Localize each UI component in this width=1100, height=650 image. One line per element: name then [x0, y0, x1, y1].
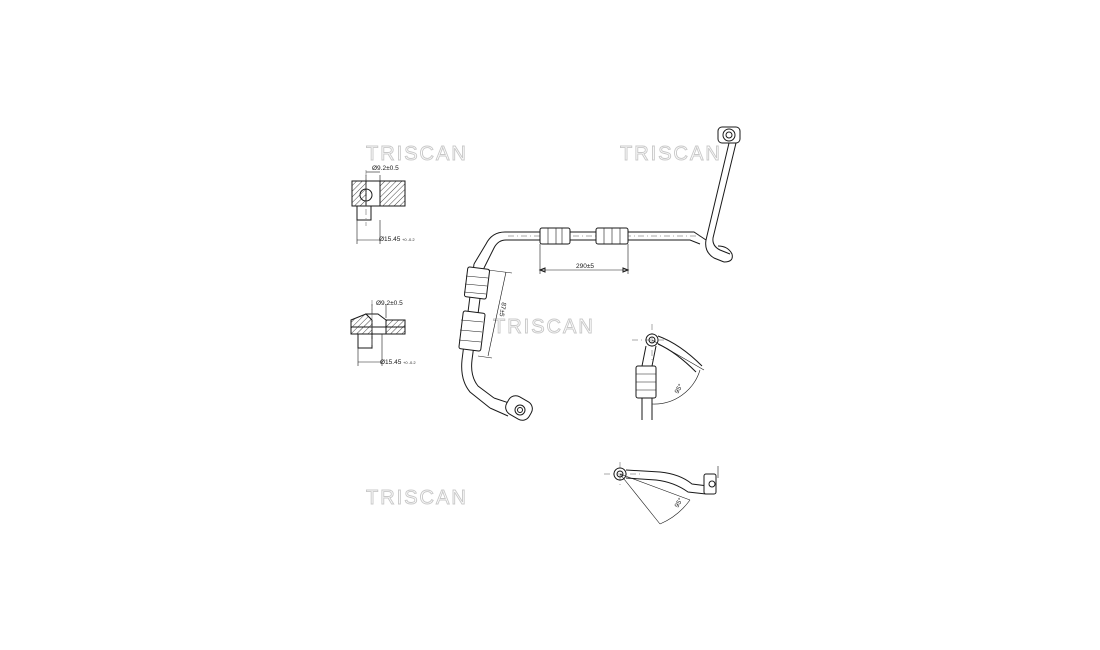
watermark-bottom-left: TRISCAN: [366, 487, 468, 509]
dim-outer-top-tol: +0 -0.2: [402, 237, 415, 242]
dim-bore-bottom: Ø9.2±0.5: [376, 300, 403, 307]
dim-87-lines: [477, 269, 513, 359]
dim-outer-bottom-tol: +0 -0.2: [403, 360, 416, 365]
angle-detail-1: [632, 324, 705, 420]
dim-angle-1: 95°: [673, 382, 685, 395]
fitting-section-top: [351, 170, 406, 244]
angle-detail-2: [604, 462, 719, 525]
watermark-top-left: TRISCAN: [366, 143, 468, 165]
fitting-section-bottom: [350, 300, 406, 366]
watermark-middle: TRISCAN: [493, 316, 595, 338]
dim-length-horizontal: 290±5: [576, 263, 594, 270]
dim-outer-top: Ø15.45: [379, 236, 401, 243]
dim-length-vertical: 87±5: [497, 302, 506, 318]
dim-bore-top: Ø9.2±0.5: [372, 165, 399, 172]
dim-290-lines: [538, 244, 630, 274]
hose-assembly: [458, 126, 741, 421]
watermark-top-right: TRISCAN: [620, 143, 722, 165]
dim-outer-bottom: Ø15.45: [380, 359, 402, 366]
dim-angle-2: 95°: [673, 496, 685, 509]
